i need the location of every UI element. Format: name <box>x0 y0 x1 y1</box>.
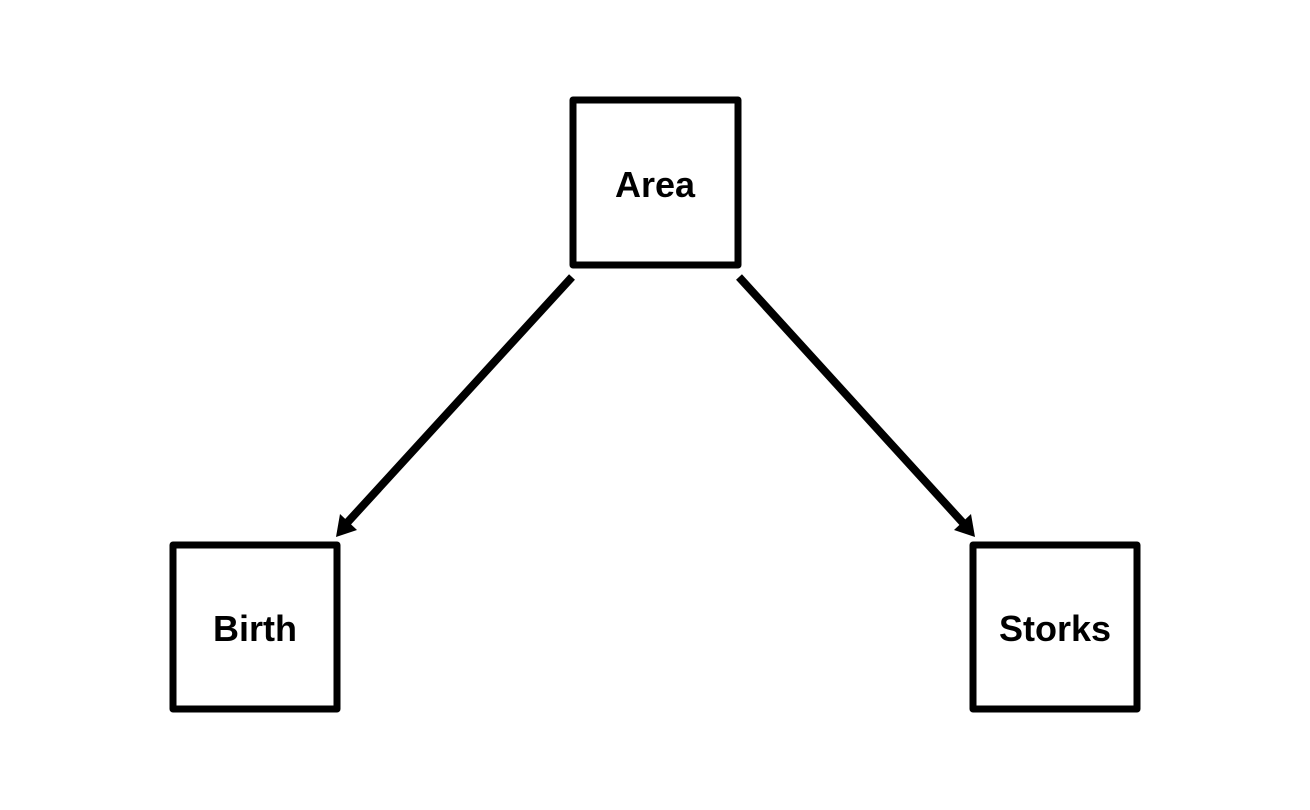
node-birth: Birth <box>169 541 341 713</box>
node-box <box>969 541 1141 713</box>
edge-area-storks <box>736 274 975 537</box>
node-label: Birth <box>213 608 297 649</box>
node-storks: Storks <box>969 541 1141 713</box>
node-label: Area <box>615 164 696 205</box>
edge-area-birth <box>336 274 575 537</box>
node-label: Storks <box>999 608 1111 649</box>
edge-line <box>736 274 967 527</box>
arrowhead-icon <box>954 514 975 537</box>
node-box <box>169 541 341 713</box>
node-area: Area <box>569 96 742 269</box>
edge-line <box>343 274 575 527</box>
node-box <box>569 96 742 269</box>
arrowhead-icon <box>336 514 357 537</box>
